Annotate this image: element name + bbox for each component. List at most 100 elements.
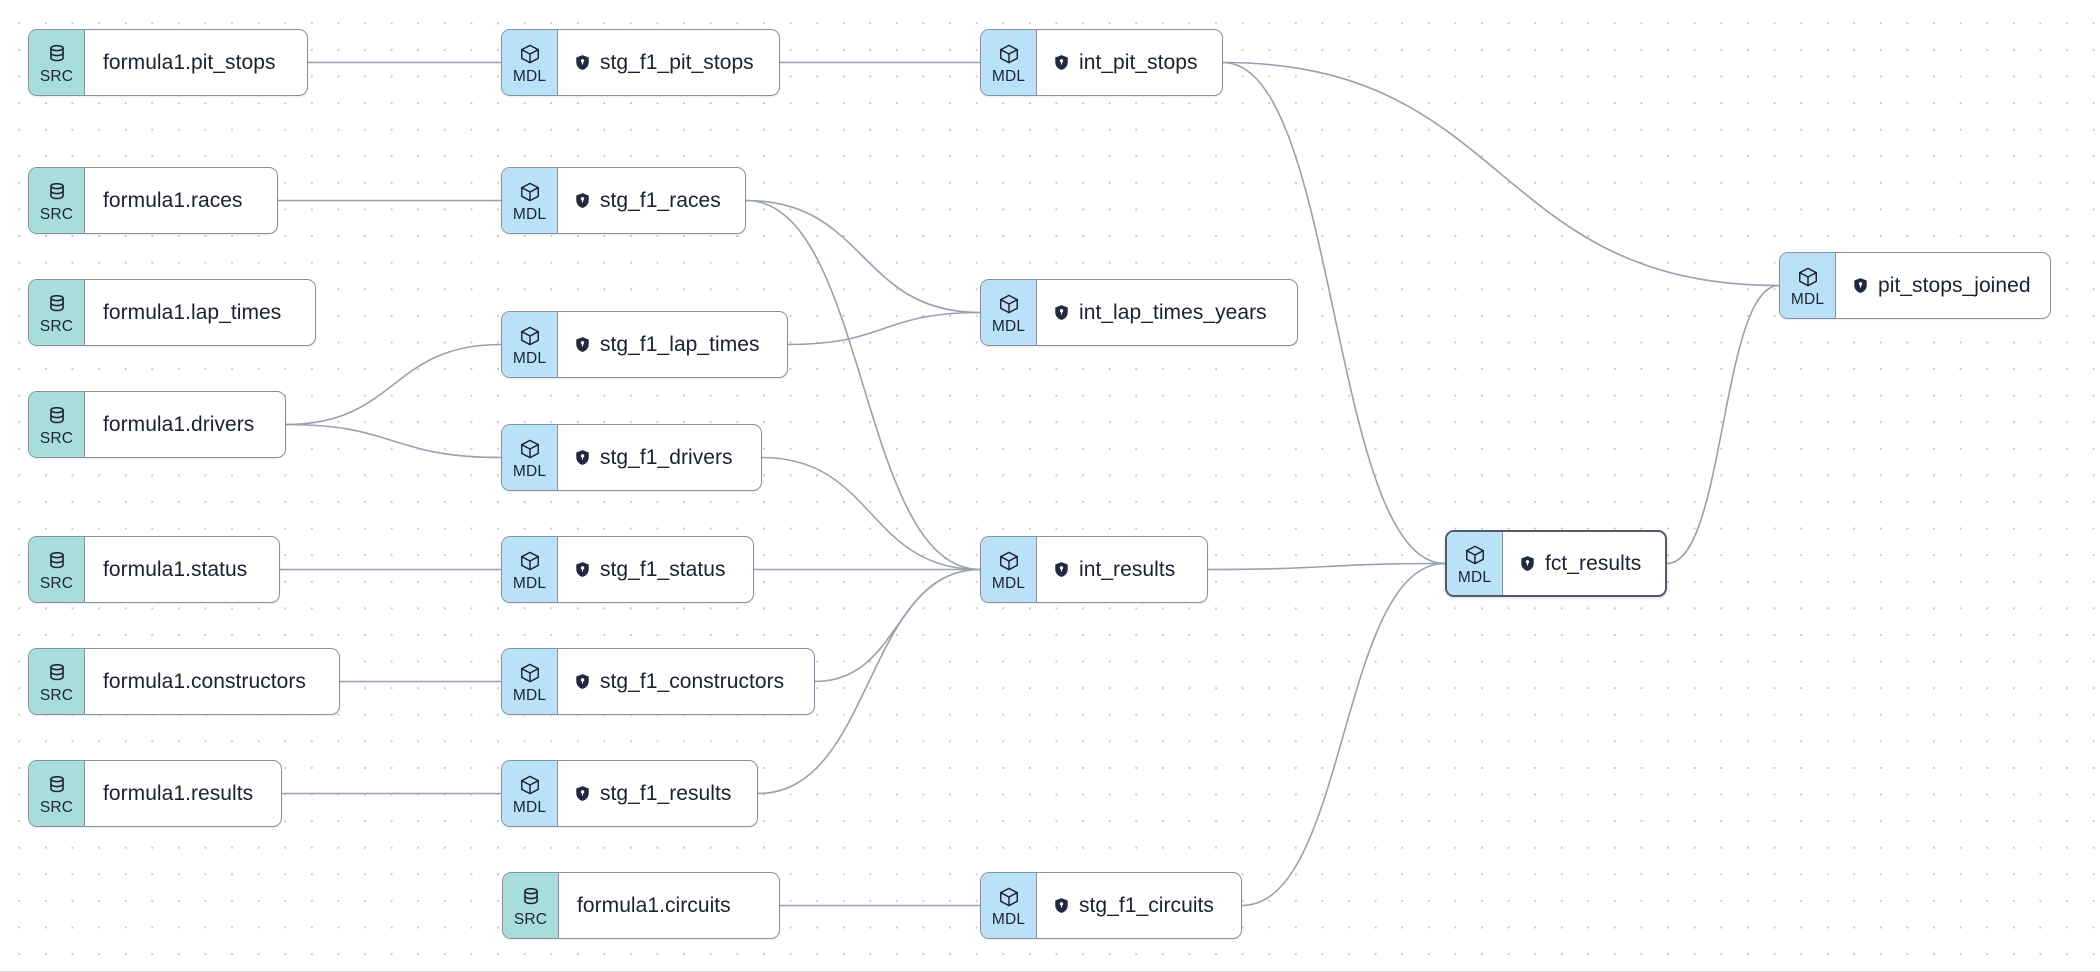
cube-icon — [520, 439, 539, 459]
shield-lock-icon — [576, 674, 589, 689]
node-body: stg_f1_circuits — [1037, 873, 1241, 938]
graph-node-int_results[interactable]: MDL int_results — [980, 536, 1208, 603]
node-body: stg_f1_results — [558, 761, 757, 826]
cube-icon — [520, 44, 539, 64]
graph-node-src_results[interactable]: SRC formula1.results — [28, 760, 282, 827]
node-label: formula1.pit_stops — [103, 51, 276, 74]
node-badge-mdl: MDL — [502, 649, 558, 714]
node-label: stg_f1_status — [600, 558, 726, 581]
graph-node-src_drivers[interactable]: SRC formula1.drivers — [28, 391, 286, 458]
graph-node-stg_status[interactable]: MDL stg_f1_status — [501, 536, 754, 603]
node-body: stg_f1_pit_stops — [558, 30, 779, 95]
node-body: int_results — [1037, 537, 1207, 602]
node-badge-label: SRC — [39, 574, 74, 592]
node-badge-src: SRC — [29, 761, 85, 826]
graph-node-stg_drivers[interactable]: MDL stg_f1_drivers — [501, 424, 762, 491]
node-body: formula1.drivers — [85, 392, 285, 457]
node-badge-label: SRC — [39, 429, 74, 447]
shield-lock-icon — [1055, 562, 1068, 577]
cube-icon — [520, 775, 539, 795]
node-badge-label: MDL — [991, 574, 1026, 592]
cube-icon — [999, 294, 1018, 314]
node-badge-label: MDL — [1790, 290, 1825, 308]
node-badge-label: MDL — [991, 317, 1026, 335]
node-badge-mdl: MDL — [502, 168, 558, 233]
cube-icon — [999, 887, 1018, 907]
node-body: formula1.circuits — [559, 873, 779, 938]
cube-icon — [1465, 545, 1484, 565]
graph-node-stg_pit_stops[interactable]: MDL stg_f1_pit_stops — [501, 29, 780, 96]
node-body: stg_f1_lap_times — [558, 312, 787, 377]
node-body: pit_stops_joined — [1836, 253, 2050, 318]
node-badge-label: MDL — [991, 67, 1026, 85]
database-cylinder-icon — [49, 663, 64, 681]
shield-lock-icon — [576, 562, 589, 577]
node-badge-label: MDL — [1457, 568, 1492, 586]
graph-node-stg_results[interactable]: MDL stg_f1_results — [501, 760, 758, 827]
node-badge-label: SRC — [39, 67, 74, 85]
node-badge-mdl: MDL — [502, 537, 558, 602]
node-label: stg_f1_constructors — [600, 670, 785, 693]
cube-icon — [999, 44, 1018, 64]
shield-lock-icon — [576, 55, 589, 70]
node-badge-mdl: MDL — [981, 873, 1037, 938]
node-label: formula1.races — [103, 189, 243, 212]
cube-icon — [520, 551, 539, 571]
node-label: formula1.results — [103, 782, 254, 805]
node-label: stg_f1_circuits — [1079, 894, 1214, 917]
node-badge-label: SRC — [39, 205, 74, 223]
graph-node-src_pit_stops[interactable]: SRC formula1.pit_stops — [28, 29, 308, 96]
node-badge-label: MDL — [512, 686, 547, 704]
shield-lock-icon — [1055, 898, 1068, 913]
node-badge-src: SRC — [29, 168, 85, 233]
shield-lock-icon — [1854, 278, 1867, 293]
graph-node-int_pit_stops[interactable]: MDL int_pit_stops — [980, 29, 1223, 96]
graph-node-stg_circuits[interactable]: MDL stg_f1_circuits — [980, 872, 1242, 939]
node-body: formula1.constructors — [85, 649, 339, 714]
shield-lock-icon — [576, 786, 589, 801]
database-cylinder-icon — [49, 406, 64, 424]
cube-icon — [520, 326, 539, 346]
node-badge-label: MDL — [512, 798, 547, 816]
graph-node-fct_results[interactable]: MDL fct_results — [1445, 530, 1667, 597]
node-badge-label: MDL — [512, 67, 547, 85]
node-body: stg_f1_status — [558, 537, 753, 602]
cube-icon — [1798, 267, 1817, 287]
node-body: stg_f1_races — [558, 168, 745, 233]
database-cylinder-icon — [49, 775, 64, 793]
node-badge-mdl: MDL — [502, 30, 558, 95]
graph-node-src_status[interactable]: SRC formula1.status — [28, 536, 280, 603]
graph-node-src_races[interactable]: SRC formula1.races — [28, 167, 278, 234]
node-label: fct_results — [1545, 552, 1642, 575]
node-label: pit_stops_joined — [1878, 274, 2031, 297]
node-label: formula1.circuits — [577, 894, 731, 917]
node-badge-mdl: MDL — [981, 280, 1037, 345]
node-body: stg_f1_constructors — [558, 649, 814, 714]
shield-lock-icon — [1055, 55, 1068, 70]
node-badge-mdl: MDL — [1447, 532, 1503, 595]
cube-icon — [999, 551, 1018, 571]
node-badge-mdl: MDL — [1780, 253, 1836, 318]
node-body: stg_f1_drivers — [558, 425, 761, 490]
node-badge-mdl: MDL — [981, 30, 1037, 95]
node-body: int_pit_stops — [1037, 30, 1222, 95]
node-label: formula1.lap_times — [103, 301, 282, 324]
node-body: formula1.results — [85, 761, 281, 826]
shield-lock-icon — [576, 337, 589, 352]
node-label: formula1.status — [103, 558, 248, 581]
database-cylinder-icon — [49, 44, 64, 62]
node-body: formula1.races — [85, 168, 277, 233]
node-badge-mdl: MDL — [502, 312, 558, 377]
node-badge-label: MDL — [512, 462, 547, 480]
node-badge-mdl: MDL — [502, 761, 558, 826]
graph-node-stg_constructors[interactable]: MDL stg_f1_constructors — [501, 648, 815, 715]
graph-node-pit_stops_joined[interactable]: MDL pit_stops_joined — [1779, 252, 2051, 319]
